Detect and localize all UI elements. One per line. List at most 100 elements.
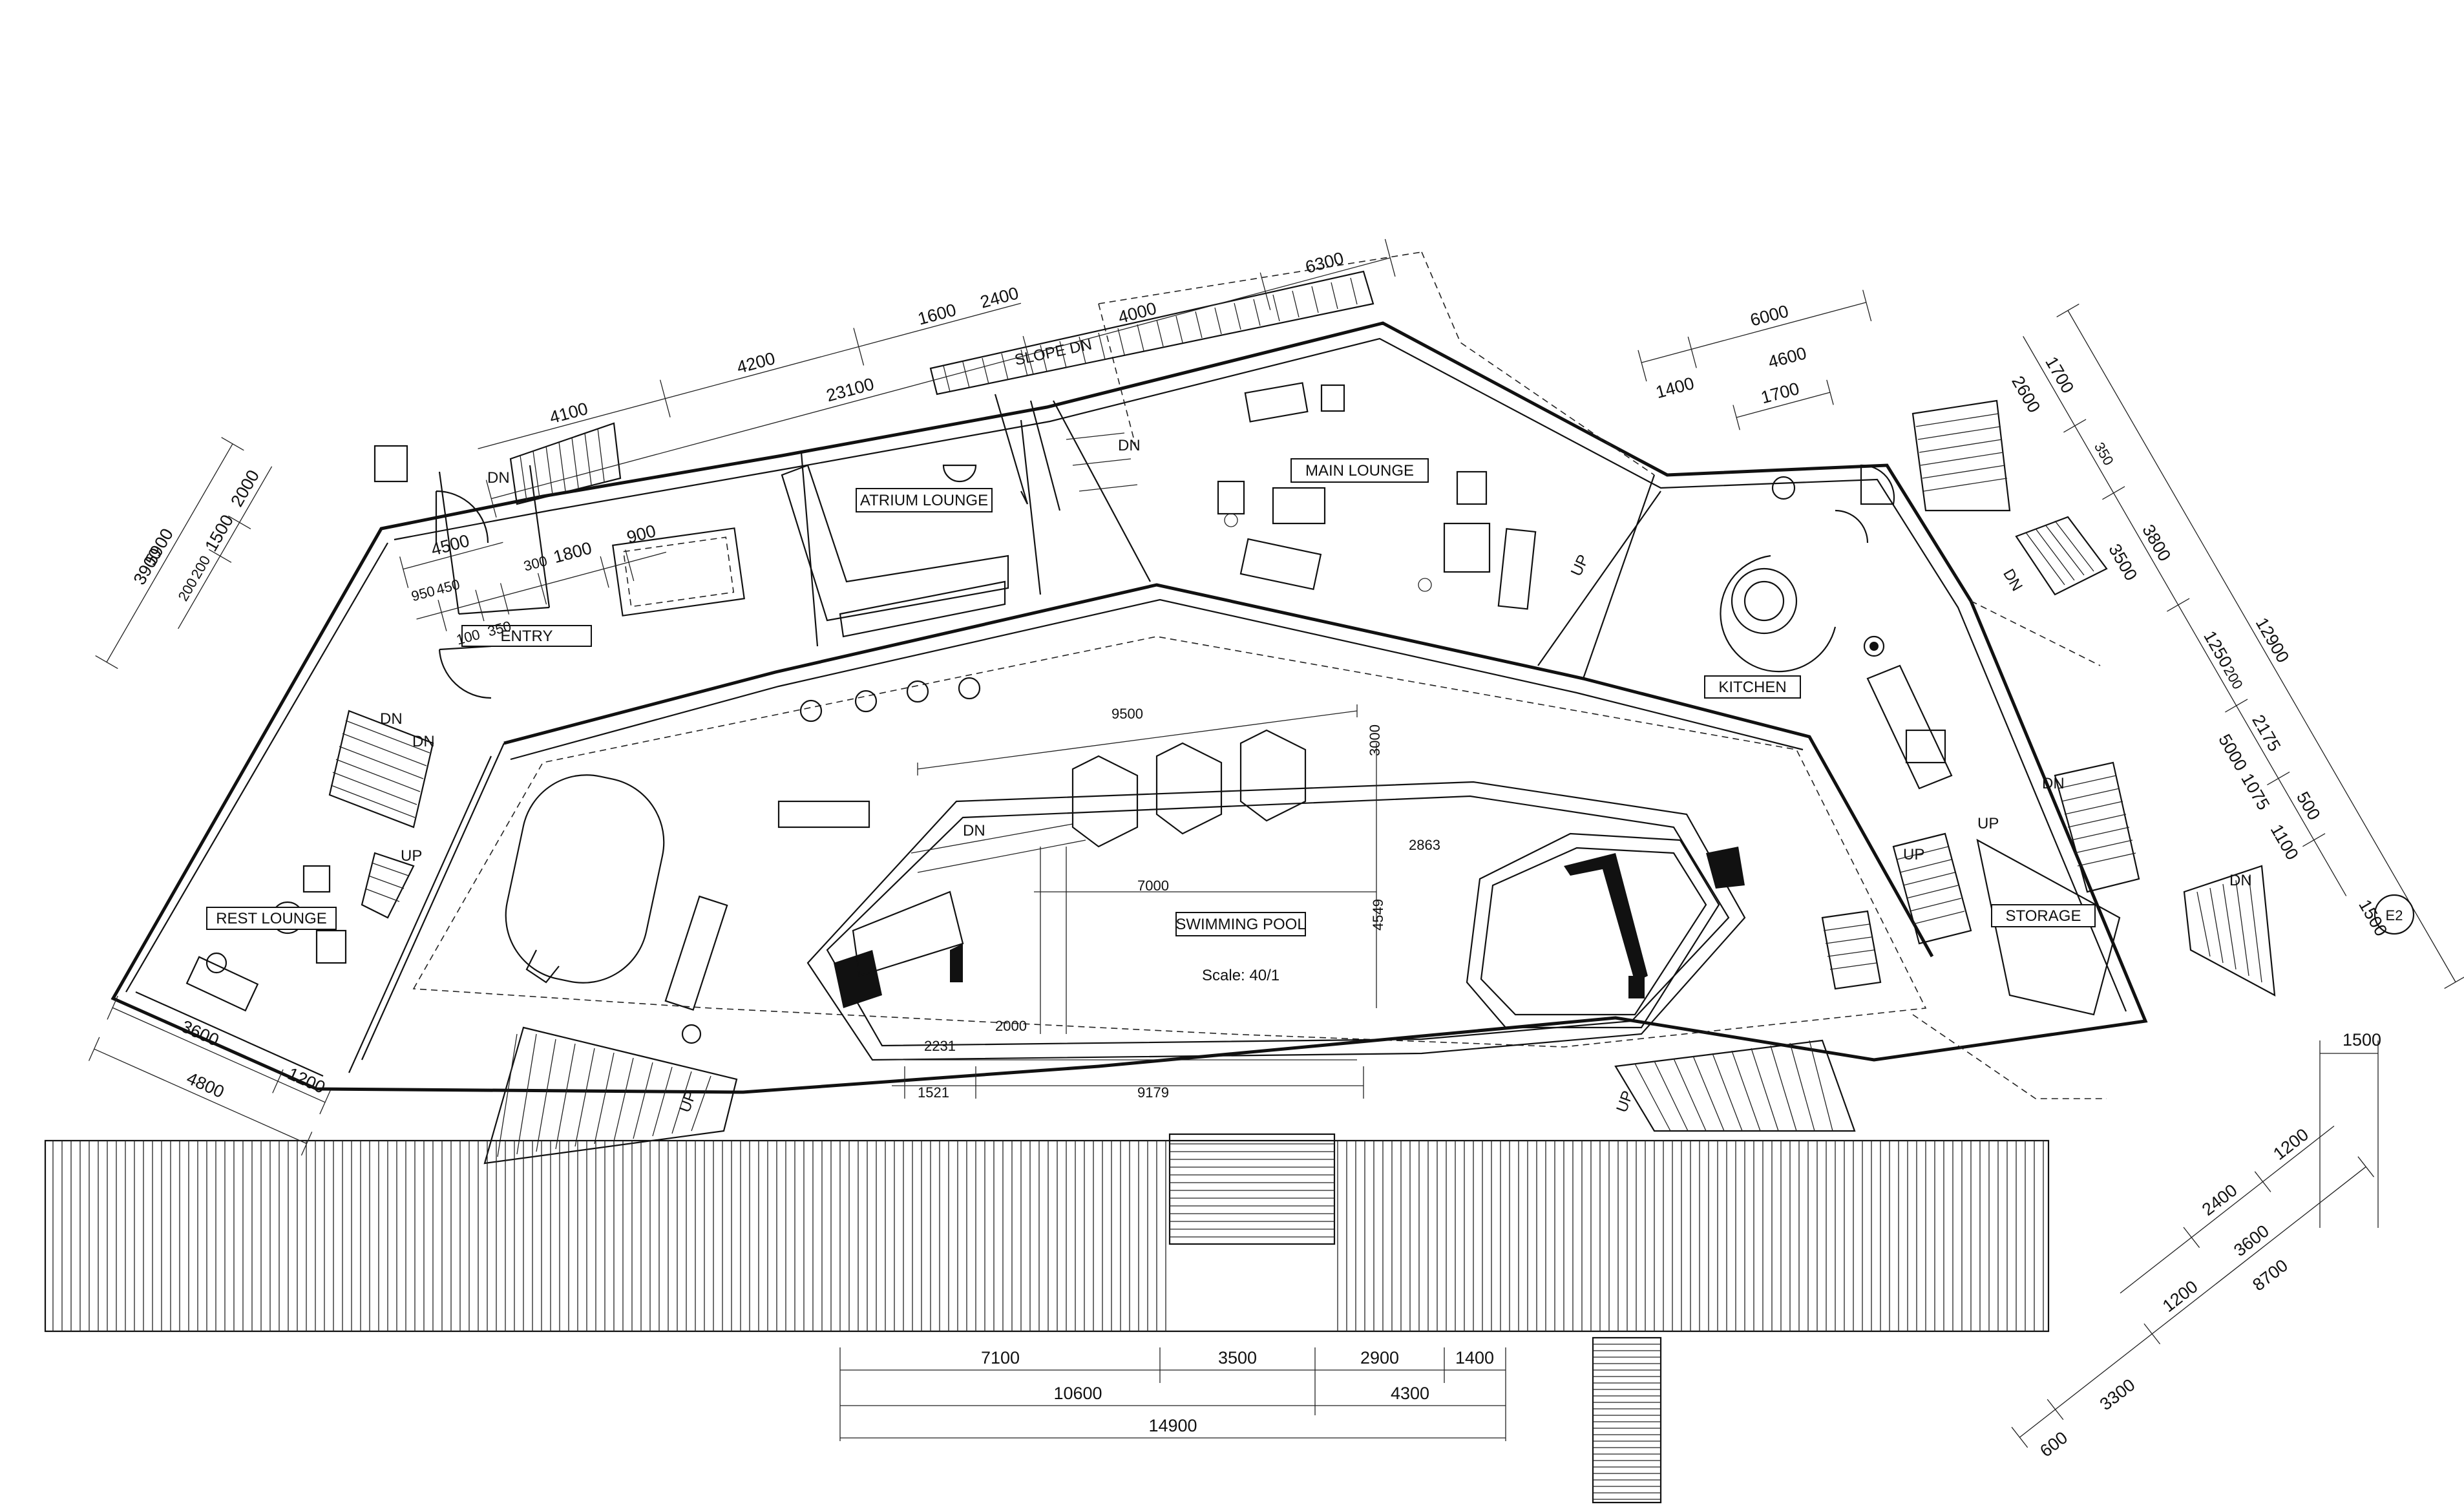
svg-text:KITCHEN: KITCHEN [1718,679,1786,696]
dimension-labels: 23100 4000 6300 4100 4200 1600 2400 4500… [130,248,2392,1461]
section-mark-label: E2 [2386,907,2403,923]
exterior-walls [111,321,2148,1094]
stair-label-up: UP [1568,552,1593,579]
svg-text:4600: 4600 [1766,343,1809,372]
svg-text:1075: 1075 [2237,770,2273,814]
svg-text:SWIMMING POOL: SWIMMING POOL [1175,916,1305,933]
svg-text:ATRIUM LOUNGE: ATRIUM LOUNGE [860,492,988,509]
room-label-atrium-lounge: ATRIUM LOUNGE [856,488,993,512]
stair-label-dn: DN [1999,566,2026,595]
stairs-kitchen-top [1911,399,2011,512]
boardwalk [44,1133,2050,1504]
stairs-storage-left [1821,910,1882,990]
stair-label-up: UP [1613,1088,1637,1115]
stair-label-dn: DN [2229,872,2252,889]
svg-text:500: 500 [2293,788,2324,823]
svg-text:2600: 2600 [2008,373,2044,416]
svg-text:1200: 1200 [2159,1277,2202,1316]
svg-text:1200: 1200 [2269,1124,2312,1164]
svg-text:ENTRY: ENTRY [501,628,553,645]
svg-text:23100: 23100 [824,374,876,405]
stairs-rest-lounge [328,710,434,919]
svg-text:1500: 1500 [2343,1030,2381,1050]
room-label-main-lounge: MAIN LOUNGE [1290,458,1429,483]
svg-text:3300: 3300 [2096,1375,2139,1415]
stair-label-up: UP [401,847,422,865]
svg-text:7100: 7100 [981,1348,1020,1367]
svg-text:4800: 4800 [184,1068,227,1102]
svg-text:4000: 4000 [1116,299,1159,328]
svg-text:8700: 8700 [2249,1256,2291,1295]
svg-text:2000: 2000 [227,467,263,510]
stairs-bottom-right [1614,1039,1856,1132]
svg-text:STORAGE: STORAGE [2006,907,2081,925]
svg-text:200: 200 [174,575,200,604]
room-label-rest-lounge: REST LOUNGE [206,907,337,930]
stairs-entry-top [509,422,622,505]
stairs-right-side [1892,516,2276,997]
svg-text:950: 950 [410,583,437,605]
stair-label-up: UP [1977,815,1999,832]
svg-text:1400: 1400 [1455,1348,1494,1367]
room-labels: ENTRY ATRIUM LOUNGE MAIN LOUNGE KITCHEN … [206,336,2403,984]
svg-text:900: 900 [625,521,658,547]
svg-text:5000: 5000 [2215,731,2251,774]
svg-text:4300: 4300 [1391,1384,1429,1403]
svg-text:2900: 2900 [1360,1348,1399,1367]
svg-text:2000: 2000 [995,1018,1027,1034]
stairs-bottom-left [483,1026,738,1165]
svg-text:2231: 2231 [924,1038,956,1054]
svg-text:14900: 14900 [1148,1416,1197,1435]
svg-text:1700: 1700 [1759,379,1802,408]
svg-text:4549: 4549 [1370,899,1386,931]
svg-text:450: 450 [434,576,461,598]
svg-text:6000: 6000 [1748,301,1791,330]
furniture [185,382,2121,1044]
svg-text:1600: 1600 [916,300,958,329]
svg-text:3600: 3600 [2230,1221,2273,1260]
svg-text:3800: 3800 [2138,521,2174,564]
stair-label-up: UP [1903,846,1924,863]
swimming-pool [806,704,1746,1099]
scale-note: Scale: 40/1 [1202,967,1279,984]
svg-text:4200: 4200 [735,348,777,377]
svg-text:2863: 2863 [1409,837,1440,853]
svg-text:350: 350 [2091,439,2117,468]
svg-text:9500: 9500 [1111,706,1143,722]
svg-text:3000: 3000 [1367,724,1383,756]
svg-text:2175: 2175 [2248,712,2284,755]
svg-text:2400: 2400 [978,283,1021,312]
room-label-swimming-pool: SWIMMING POOL [1175,912,1306,936]
svg-text:1800: 1800 [551,538,594,567]
svg-text:6300: 6300 [1303,248,1346,277]
svg-text:1250: 1250 [2200,628,2236,671]
svg-text:600: 600 [2036,1428,2071,1461]
svg-text:3500: 3500 [1218,1348,1257,1367]
stair-label-dn: DN [487,469,510,487]
interior-walls [348,400,1934,1073]
svg-text:4100: 4100 [547,399,590,428]
stair-label-dn: DN [2042,775,2065,792]
svg-text:REST LOUNGE: REST LOUNGE [216,910,327,927]
stair-label-dn: DN [380,710,403,728]
stair-label-dn: DN [1118,437,1141,454]
svg-text:1400: 1400 [1654,374,1696,403]
stair-label-dn: DN [963,822,985,839]
svg-text:3500: 3500 [2105,540,2141,584]
room-label-storage: STORAGE [1991,904,2096,927]
svg-text:7000: 7000 [1137,878,1169,894]
svg-text:10600: 10600 [1053,1384,1102,1403]
room-label-entry: ENTRY [461,625,592,647]
svg-text:200: 200 [187,553,213,581]
stair-label-dn: DN [412,733,435,750]
svg-text:MAIN LOUNGE: MAIN LOUNGE [1305,462,1414,480]
svg-text:1700: 1700 [2041,354,2078,397]
dimension-lines [88,238,2464,1448]
svg-text:2400: 2400 [2198,1180,2241,1219]
svg-text:1100: 1100 [2267,821,2302,863]
svg-text:9179: 9179 [1137,1084,1169,1101]
dashed-outlines [412,251,2107,1099]
room-label-kitchen: KITCHEN [1704,675,1801,699]
svg-text:1521: 1521 [918,1084,949,1101]
